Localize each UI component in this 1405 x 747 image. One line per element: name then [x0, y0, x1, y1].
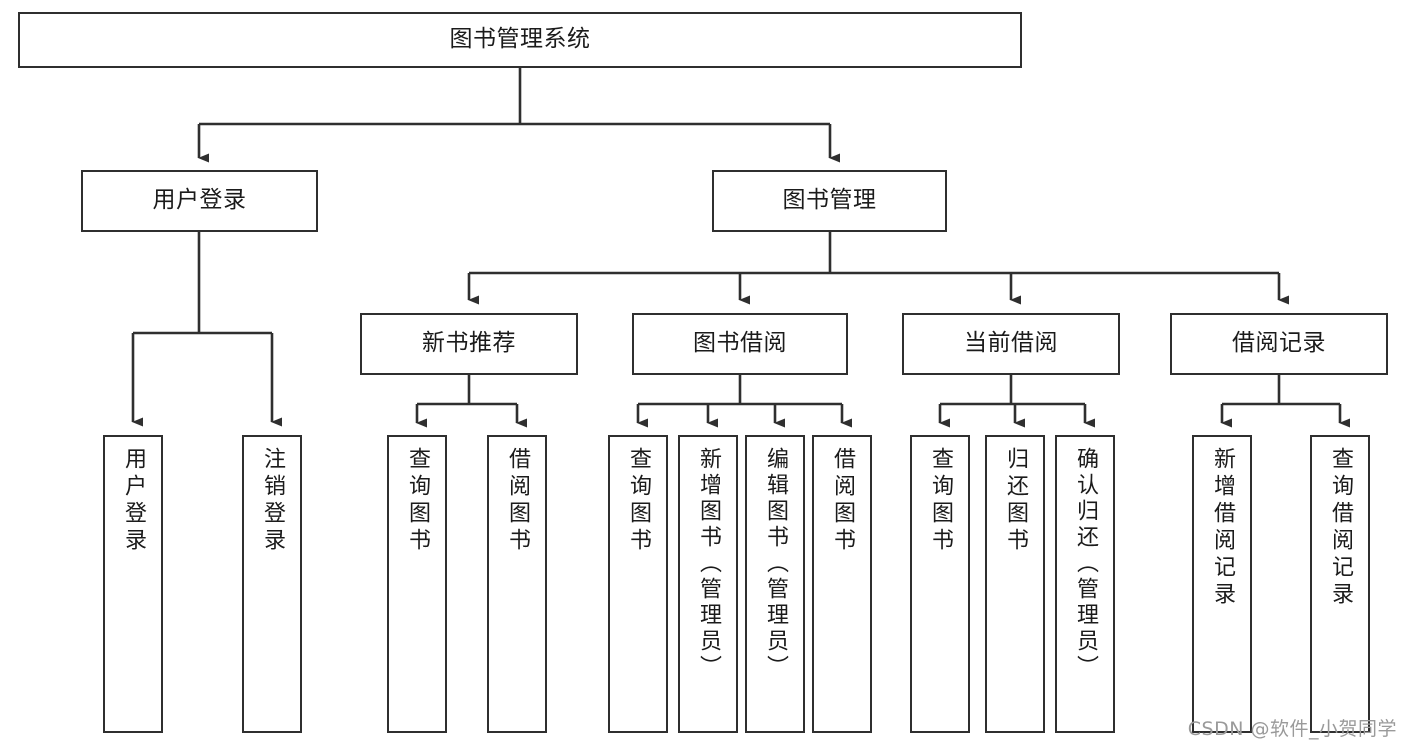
node-leaf-add-book[interactable]: 新增图书（管理员） [678, 435, 738, 733]
node-leaf-query-book-1[interactable]: 查询图书 [387, 435, 447, 733]
node-leaf-borrow-book-1[interactable]: 借阅图书 [487, 435, 547, 733]
node-leaf-confirm-return[interactable]: 确认归还（管理员） [1055, 435, 1115, 733]
node-leaf-query-record-label: 查询借阅记录 [1328, 447, 1353, 609]
node-leaf-add-record[interactable]: 新增借阅记录 [1192, 435, 1252, 733]
node-leaf-return-book-label: 归还图书 [1003, 447, 1028, 555]
connector-group-new-book-recommend [415, 375, 527, 428]
node-leaf-query-book-3[interactable]: 查询图书 [910, 435, 970, 733]
node-user-login[interactable]: 用户登录 [81, 170, 318, 232]
node-book-borrow-label: 图书借阅 [693, 330, 787, 357]
node-leaf-query-record[interactable]: 查询借阅记录 [1310, 435, 1370, 733]
node-book-borrow[interactable]: 图书借阅 [632, 313, 848, 375]
node-current-borrow[interactable]: 当前借阅 [902, 313, 1120, 375]
node-root-label: 图书管理系统 [449, 26, 591, 53]
connector-group-current-borrow [938, 375, 1095, 428]
node-new-book-recommend-label: 新书推荐 [422, 330, 516, 357]
node-new-book-recommend[interactable]: 新书推荐 [360, 313, 578, 375]
node-book-manage-label: 图书管理 [782, 187, 877, 214]
node-leaf-borrow-book-2-label: 借阅图书 [830, 447, 855, 555]
node-leaf-user-login-label: 用户登录 [121, 447, 146, 555]
node-root-system[interactable]: 图书管理系统 [18, 12, 1022, 68]
connector-group-book-borrow [636, 375, 852, 428]
node-leaf-query-book-2[interactable]: 查询图书 [608, 435, 668, 733]
node-user-login-label: 用户登录 [152, 187, 247, 214]
watermark-text: CSDN @软件_小贺同学 [1187, 718, 1397, 740]
node-borrow-record-label: 借阅记录 [1232, 330, 1326, 357]
node-leaf-logout-login-label: 注销登录 [260, 447, 285, 555]
node-leaf-borrow-book-1-label: 借阅图书 [505, 447, 530, 555]
node-leaf-return-book[interactable]: 归还图书 [985, 435, 1045, 733]
node-book-manage[interactable]: 图书管理 [712, 170, 947, 232]
node-leaf-borrow-book-2[interactable]: 借阅图书 [812, 435, 872, 733]
node-leaf-confirm-return-label: 确认归还（管理员） [1073, 447, 1098, 681]
node-leaf-query-book-3-label: 查询图书 [928, 447, 953, 555]
connector-group-user-login [131, 232, 282, 427]
node-leaf-query-book-1-label: 查询图书 [405, 447, 430, 555]
node-leaf-query-book-2-label: 查询图书 [626, 447, 651, 555]
node-leaf-user-login[interactable]: 用户登录 [103, 435, 163, 733]
node-current-borrow-label: 当前借阅 [964, 330, 1058, 357]
connector-group-book-manage [467, 232, 1289, 305]
connector-group-borrow-record [1220, 375, 1350, 428]
node-leaf-logout-login[interactable]: 注销登录 [242, 435, 302, 733]
node-leaf-edit-book-label: 编辑图书（管理员） [763, 447, 788, 681]
node-leaf-add-book-label: 新增图书（管理员） [696, 447, 721, 681]
node-borrow-record[interactable]: 借阅记录 [1170, 313, 1388, 375]
node-leaf-add-record-label: 新增借阅记录 [1210, 447, 1235, 609]
node-leaf-edit-book[interactable]: 编辑图书（管理员） [745, 435, 805, 733]
connector-group-root [197, 68, 840, 163]
